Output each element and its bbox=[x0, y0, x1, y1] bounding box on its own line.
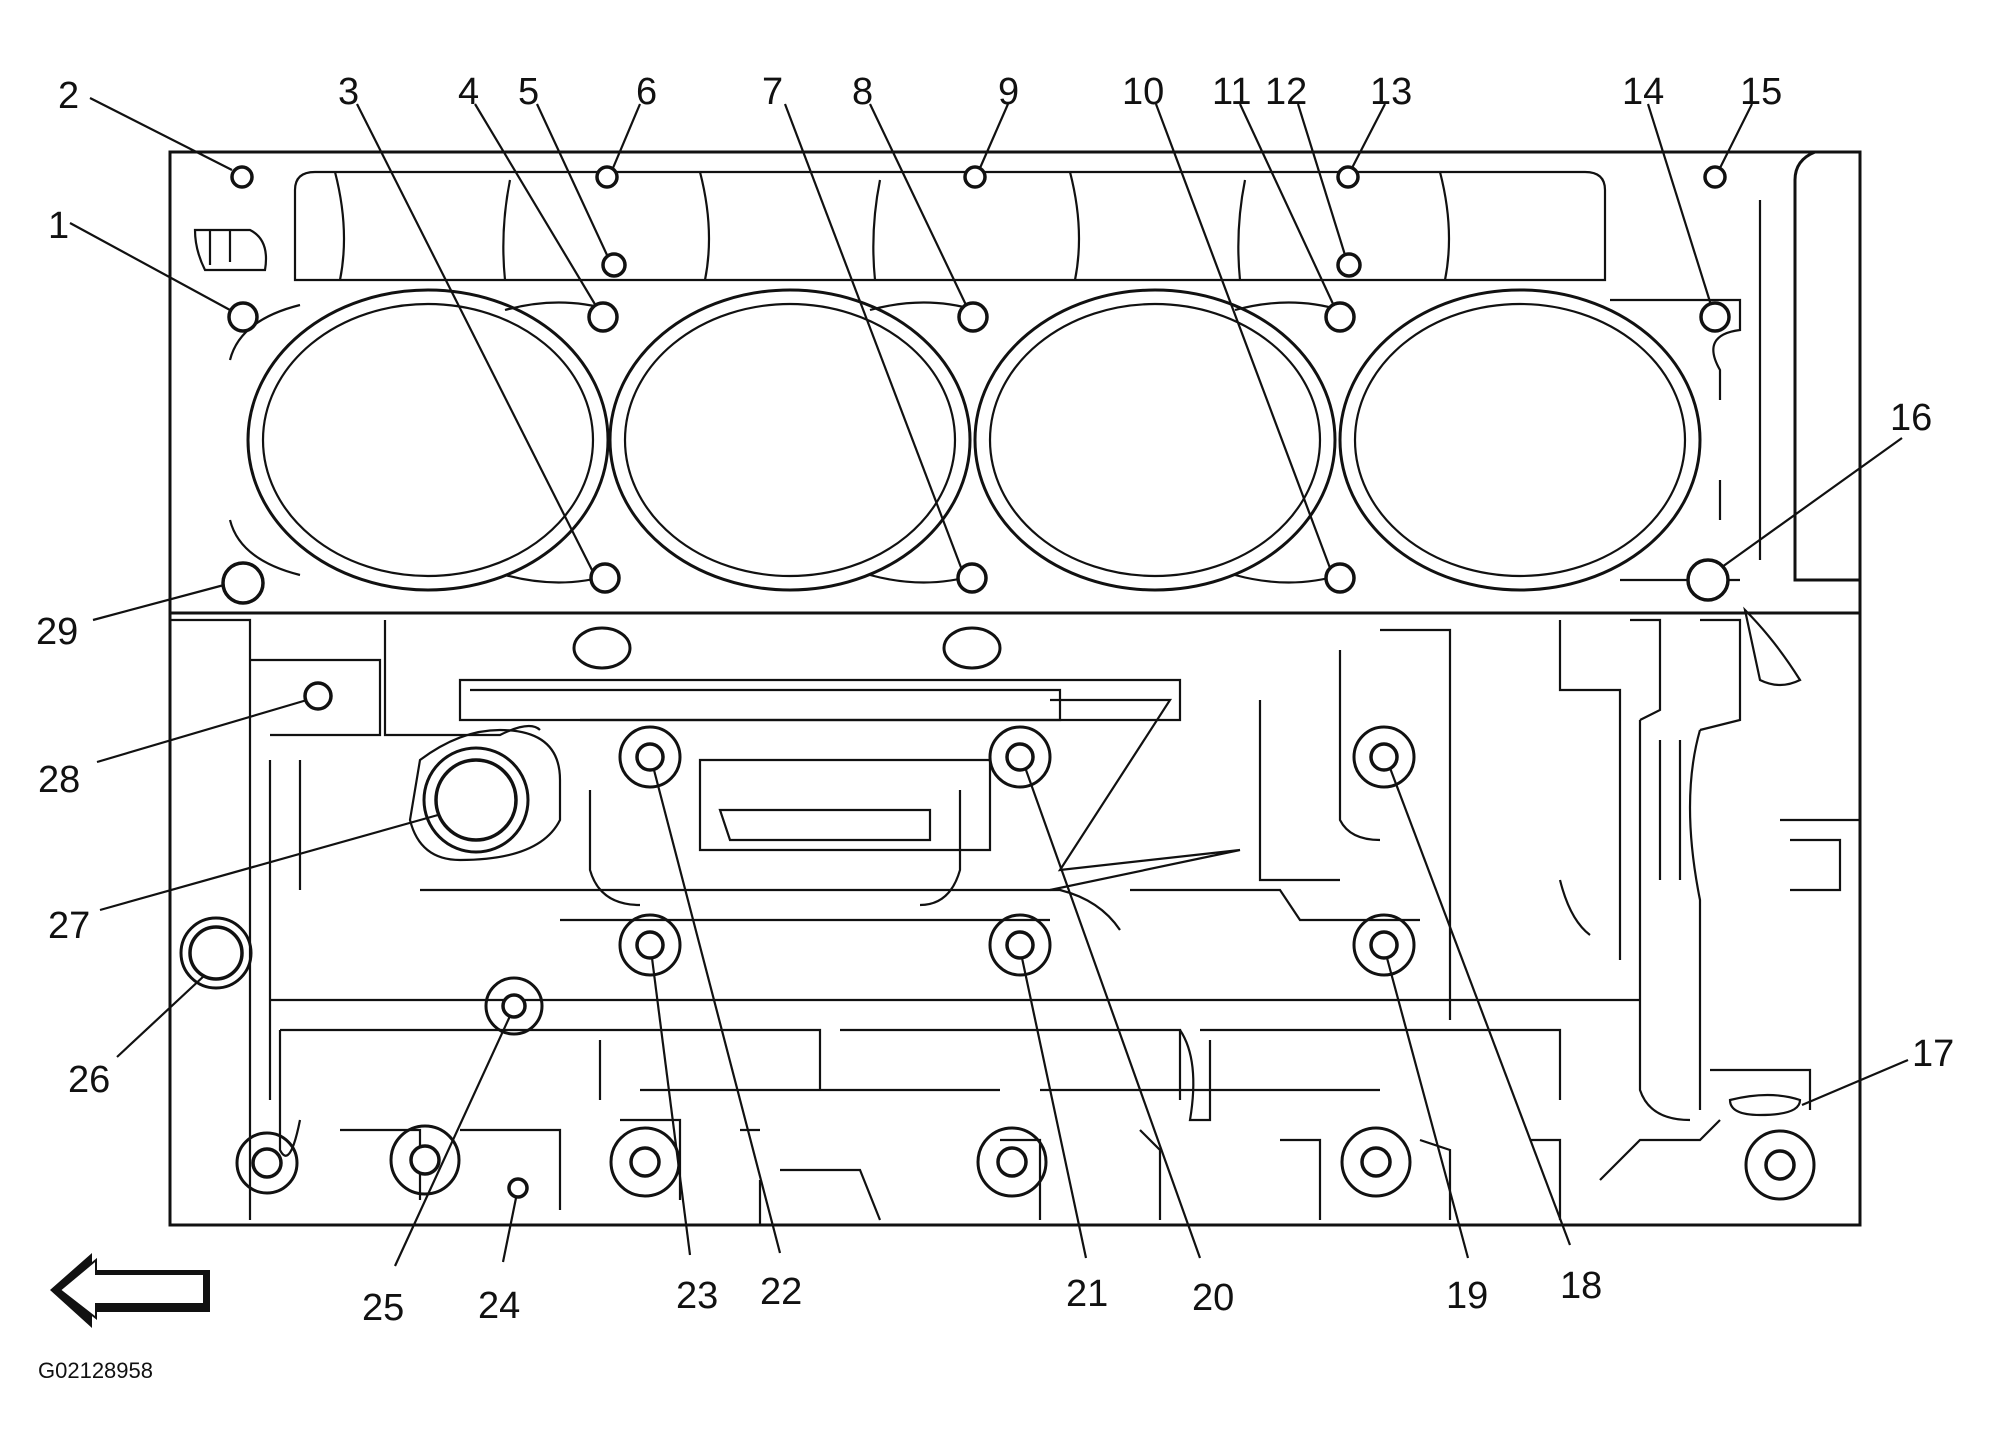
left-arrow-icon bbox=[50, 1253, 210, 1328]
bolt-hole bbox=[1369, 742, 1399, 772]
callout-9: 9 bbox=[998, 71, 1019, 113]
callout-16: 16 bbox=[1890, 397, 1932, 439]
callout-11: 11 bbox=[1212, 71, 1251, 113]
callout-8: 8 bbox=[852, 71, 873, 113]
cylinder-bore-2 bbox=[608, 288, 972, 592]
bolt-hole bbox=[1699, 301, 1731, 333]
callout-29: 29 bbox=[36, 611, 78, 653]
bolt-hole bbox=[434, 758, 518, 842]
callout-4: 4 bbox=[458, 71, 479, 113]
callout-22: 22 bbox=[760, 1271, 802, 1313]
callout-24: 24 bbox=[478, 1285, 520, 1327]
bolt-hole bbox=[409, 1144, 441, 1176]
callout-labels: 1 2 3 4 5 6 7 8 9 10 11 12 13 14 15 16 1… bbox=[36, 71, 1954, 1329]
bolt-hole bbox=[303, 681, 333, 711]
bolt-hole bbox=[251, 1147, 283, 1179]
bolt-hole bbox=[188, 925, 244, 981]
callout-13: 13 bbox=[1370, 71, 1412, 113]
callout-14: 14 bbox=[1622, 71, 1664, 113]
bolt-hole bbox=[1360, 1146, 1392, 1178]
bolt-hole bbox=[1686, 558, 1730, 602]
callout-23: 23 bbox=[676, 1275, 718, 1317]
bolt-hole bbox=[601, 252, 627, 278]
bolt-hole bbox=[1336, 165, 1360, 189]
bolt-hole bbox=[1764, 1149, 1796, 1181]
callout-1: 1 bbox=[48, 205, 69, 247]
callout-2: 2 bbox=[58, 75, 79, 117]
figure-code: G02128958 bbox=[38, 1358, 153, 1383]
bolt-hole bbox=[635, 742, 665, 772]
bolt-hole bbox=[587, 301, 619, 333]
bolt-hole bbox=[635, 930, 665, 960]
bolt-hole bbox=[1703, 165, 1727, 189]
callout-10: 10 bbox=[1122, 71, 1164, 113]
bolt-hole bbox=[501, 993, 527, 1019]
cylinder-bores bbox=[228, 288, 1742, 592]
callout-15: 15 bbox=[1740, 71, 1782, 113]
callout-12: 12 bbox=[1265, 71, 1307, 113]
callout-27: 27 bbox=[48, 905, 90, 947]
bolt-hole bbox=[589, 562, 621, 594]
callout-19: 19 bbox=[1446, 1275, 1488, 1317]
callout-3: 3 bbox=[338, 71, 359, 113]
callout-21: 21 bbox=[1066, 1273, 1108, 1315]
bolt-hole bbox=[1324, 562, 1356, 594]
callout-28: 28 bbox=[38, 759, 80, 801]
callout-26: 26 bbox=[68, 1059, 110, 1101]
bolt-hole bbox=[221, 561, 265, 605]
bolt-hole bbox=[629, 1146, 661, 1178]
block-outline bbox=[168, 150, 1862, 1227]
bolt-hole bbox=[996, 1146, 1028, 1178]
bolt-hole bbox=[1336, 252, 1362, 278]
upper-gallery bbox=[193, 170, 1607, 282]
callout-20: 20 bbox=[1192, 1277, 1234, 1319]
bolt-hole bbox=[595, 165, 619, 189]
bolt-hole bbox=[957, 301, 989, 333]
bolt-hole bbox=[1369, 930, 1399, 960]
bolt-hole bbox=[227, 301, 259, 333]
bolt-hole bbox=[963, 165, 987, 189]
bolt-hole bbox=[1005, 930, 1035, 960]
cylinder-bore-1 bbox=[246, 288, 610, 592]
bolt-holes bbox=[179, 165, 1816, 1201]
callout-5: 5 bbox=[518, 71, 539, 113]
cylinder-bore-4 bbox=[1338, 288, 1702, 592]
bolt-hole bbox=[1005, 742, 1035, 772]
bolt-hole bbox=[230, 165, 254, 189]
bolt-hole bbox=[507, 1177, 529, 1199]
lower-structure bbox=[170, 606, 1860, 1225]
callout-6: 6 bbox=[636, 71, 657, 113]
leader-lines bbox=[69, 97, 1909, 1267]
callout-25: 25 bbox=[362, 1287, 404, 1329]
bolt-hole bbox=[956, 562, 988, 594]
callout-18: 18 bbox=[1560, 1265, 1602, 1307]
cylinder-bore-3 bbox=[973, 288, 1337, 592]
callout-17: 17 bbox=[1912, 1033, 1954, 1075]
bolt-hole bbox=[1324, 301, 1356, 333]
callout-7: 7 bbox=[762, 71, 783, 113]
